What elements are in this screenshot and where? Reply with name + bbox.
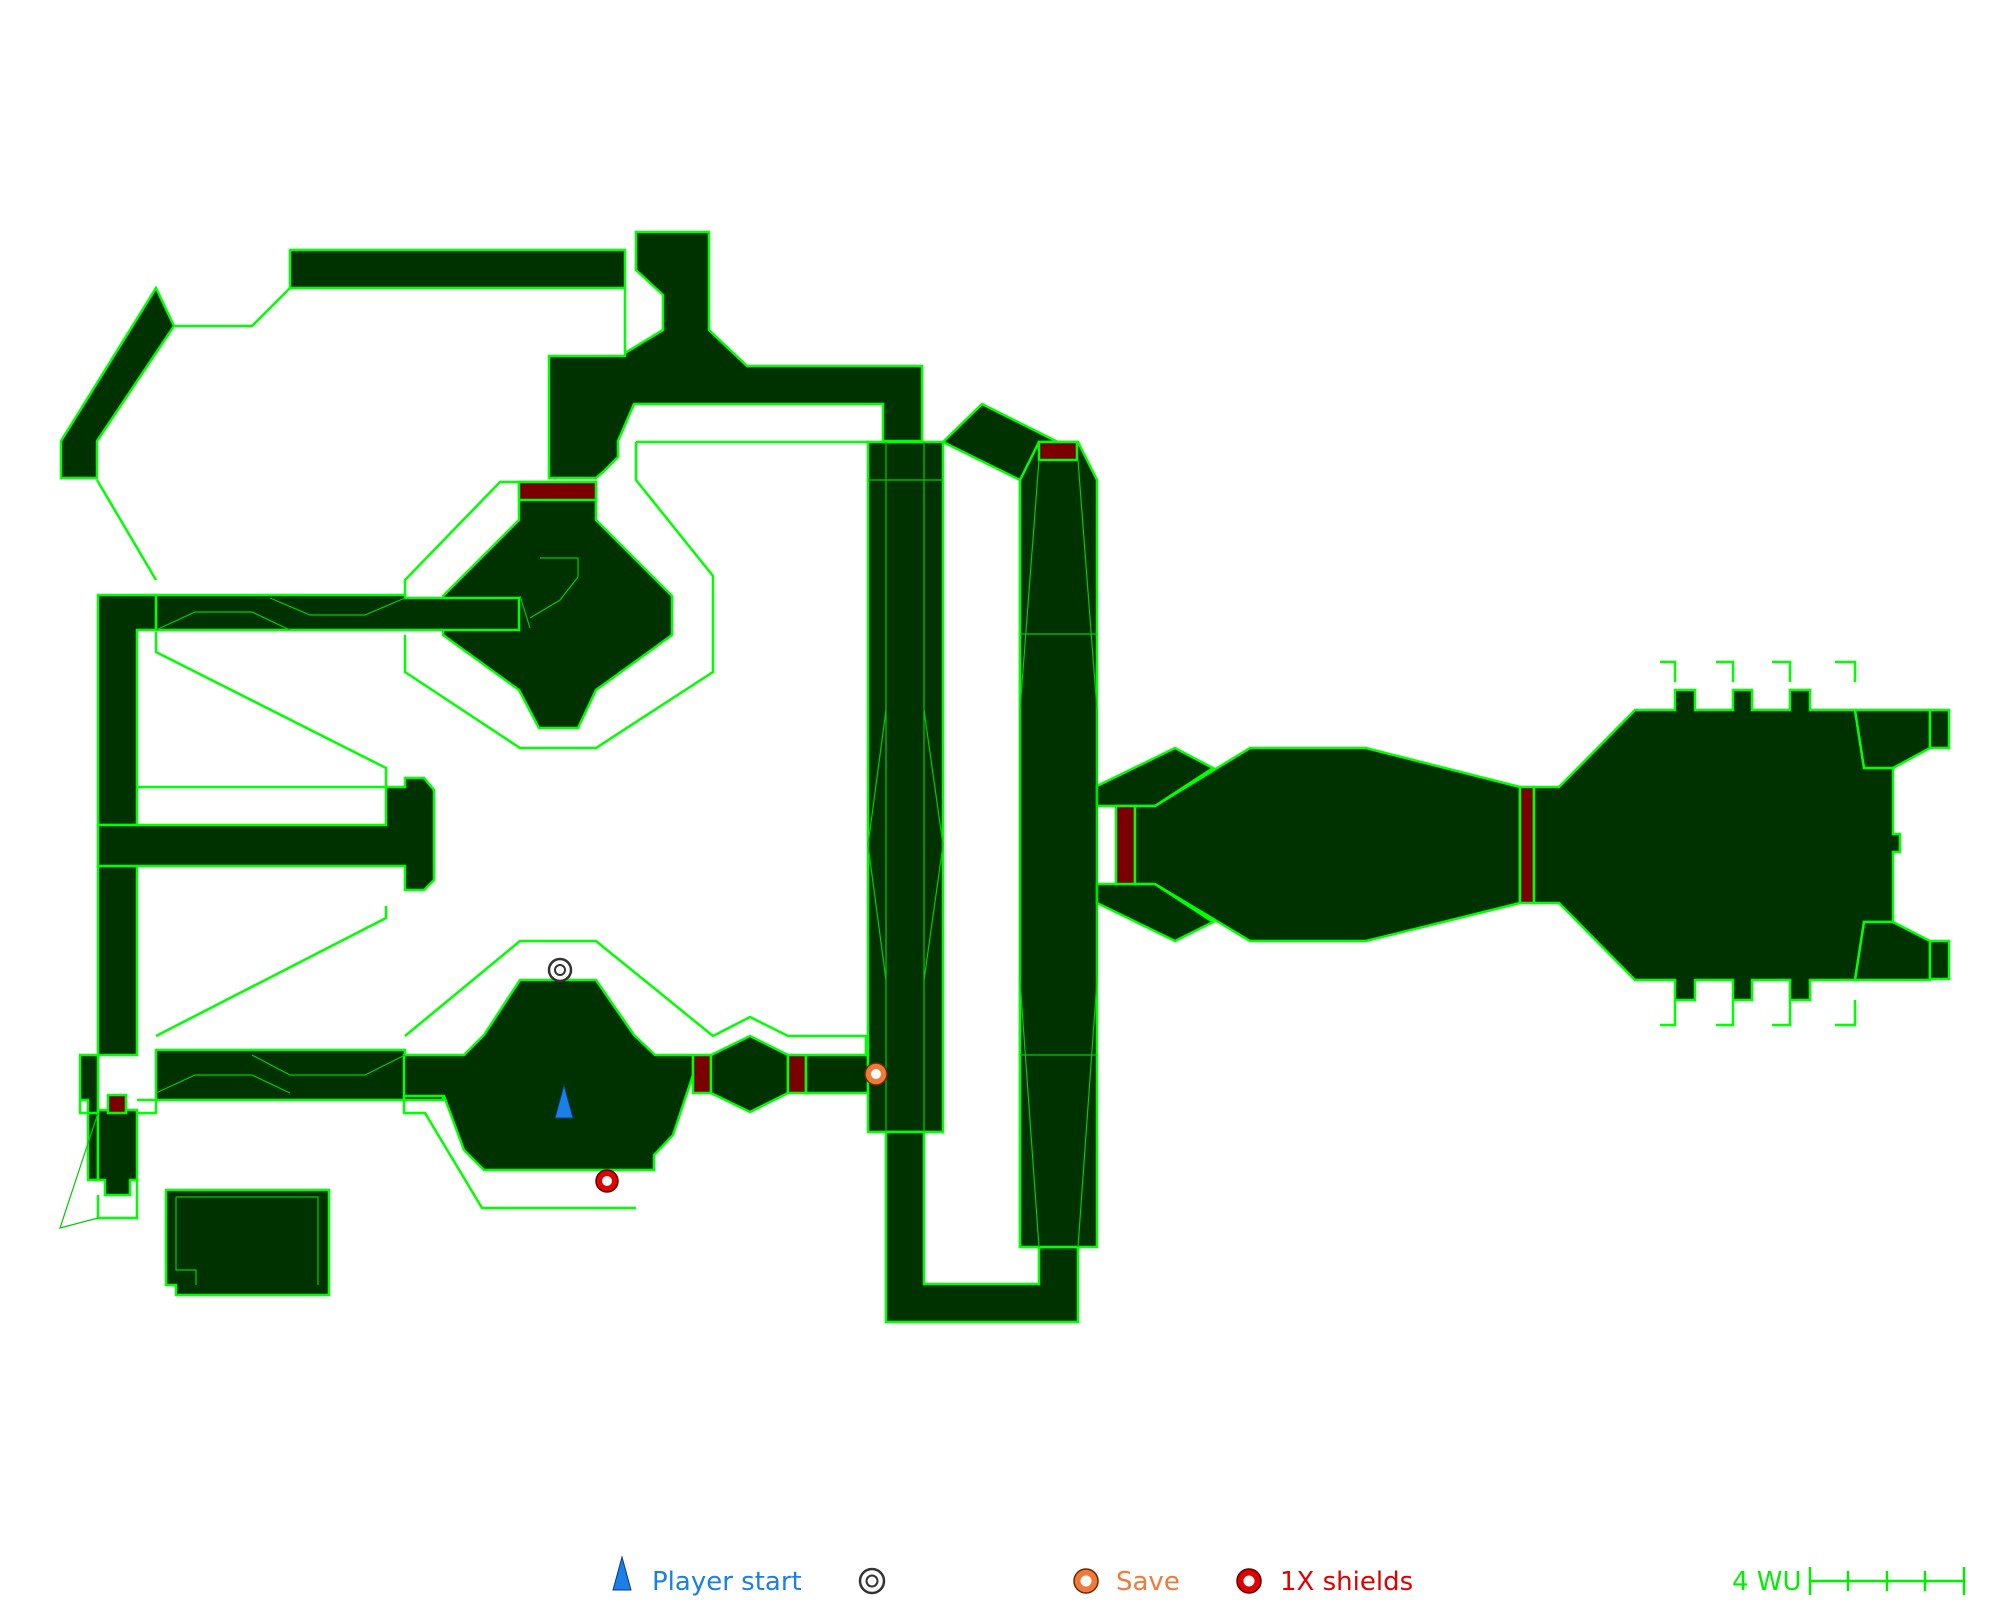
map-room-west-bend xyxy=(96,776,436,892)
map-room-south-hub xyxy=(402,978,695,1172)
legend-shields-label: 1X shields xyxy=(1280,1567,1413,1597)
map-legend: Player start Save 1X shields 4 WU xyxy=(612,1555,1966,1597)
map-inner-line xyxy=(1019,459,1098,1248)
shields-icon xyxy=(595,1169,619,1193)
map-door-north-hub xyxy=(517,480,598,502)
map-inner-line xyxy=(59,1112,99,1229)
legend-player-start-icon xyxy=(612,1555,632,1591)
legend-shields-icon xyxy=(1236,1568,1262,1594)
map-inner-line xyxy=(867,709,944,981)
legend-save-label: Save xyxy=(1116,1567,1180,1597)
map-wall-north-loop xyxy=(95,287,519,595)
map-room-far-east-tab-bottom xyxy=(1928,939,1951,981)
map-wall-southwest-rail xyxy=(78,1098,158,1220)
scale-bar xyxy=(1808,1567,1966,1595)
map-door-south-lens-east xyxy=(786,1053,808,1095)
map-room-south-east-link xyxy=(804,1053,870,1095)
map-room-far-east-upper-arm xyxy=(1853,708,1932,770)
map-room-far-east-tab-top xyxy=(1928,708,1951,750)
save-icon xyxy=(864,1062,888,1086)
player-start-icon xyxy=(554,1083,574,1119)
map-room-west-spine xyxy=(96,593,158,827)
map-inner-line xyxy=(155,597,406,631)
map-inner-line xyxy=(155,1054,406,1094)
map-inner-line xyxy=(175,1196,319,1285)
scale-bar-label: 4 WU xyxy=(1732,1567,1802,1597)
map-room-south-west-box xyxy=(164,1188,331,1297)
map-door-east-shaft-top xyxy=(1037,440,1079,462)
legend-player-start-label: Player start xyxy=(652,1567,802,1597)
map-room-south-lens xyxy=(709,1034,790,1114)
map-door-southwest xyxy=(106,1093,128,1115)
map-room-northwest-diagonal xyxy=(59,285,176,480)
map-room-southwest-shaft xyxy=(96,1108,139,1197)
map-door-east-hall xyxy=(1518,785,1536,905)
map-wall-south-tail xyxy=(402,1096,636,1210)
map-room-far-east-chamber xyxy=(1532,688,1902,1002)
map-wall-west-funnel xyxy=(154,632,388,1038)
neutral-marker-icon xyxy=(547,957,573,983)
map-room-far-east-lower-arm xyxy=(1853,920,1932,982)
map-wall-south-loop xyxy=(404,939,868,1055)
map-room-west-spine-lower xyxy=(96,864,139,1057)
legend-save-icon xyxy=(1073,1568,1099,1594)
map-room-north-hub xyxy=(441,480,674,730)
map-door-east-wing xyxy=(1114,804,1137,886)
map-door-south-hub-east xyxy=(691,1053,713,1095)
map-inner-line xyxy=(519,557,579,629)
map-room-southwest-stub xyxy=(78,1053,100,1182)
map-markers xyxy=(547,957,888,1193)
map-wall-far-east-rails xyxy=(1660,660,1857,1027)
legend-neutral-marker-icon xyxy=(858,1567,886,1595)
map-wall-east-loop xyxy=(403,440,869,750)
map-room-central-shaft xyxy=(866,440,945,1134)
